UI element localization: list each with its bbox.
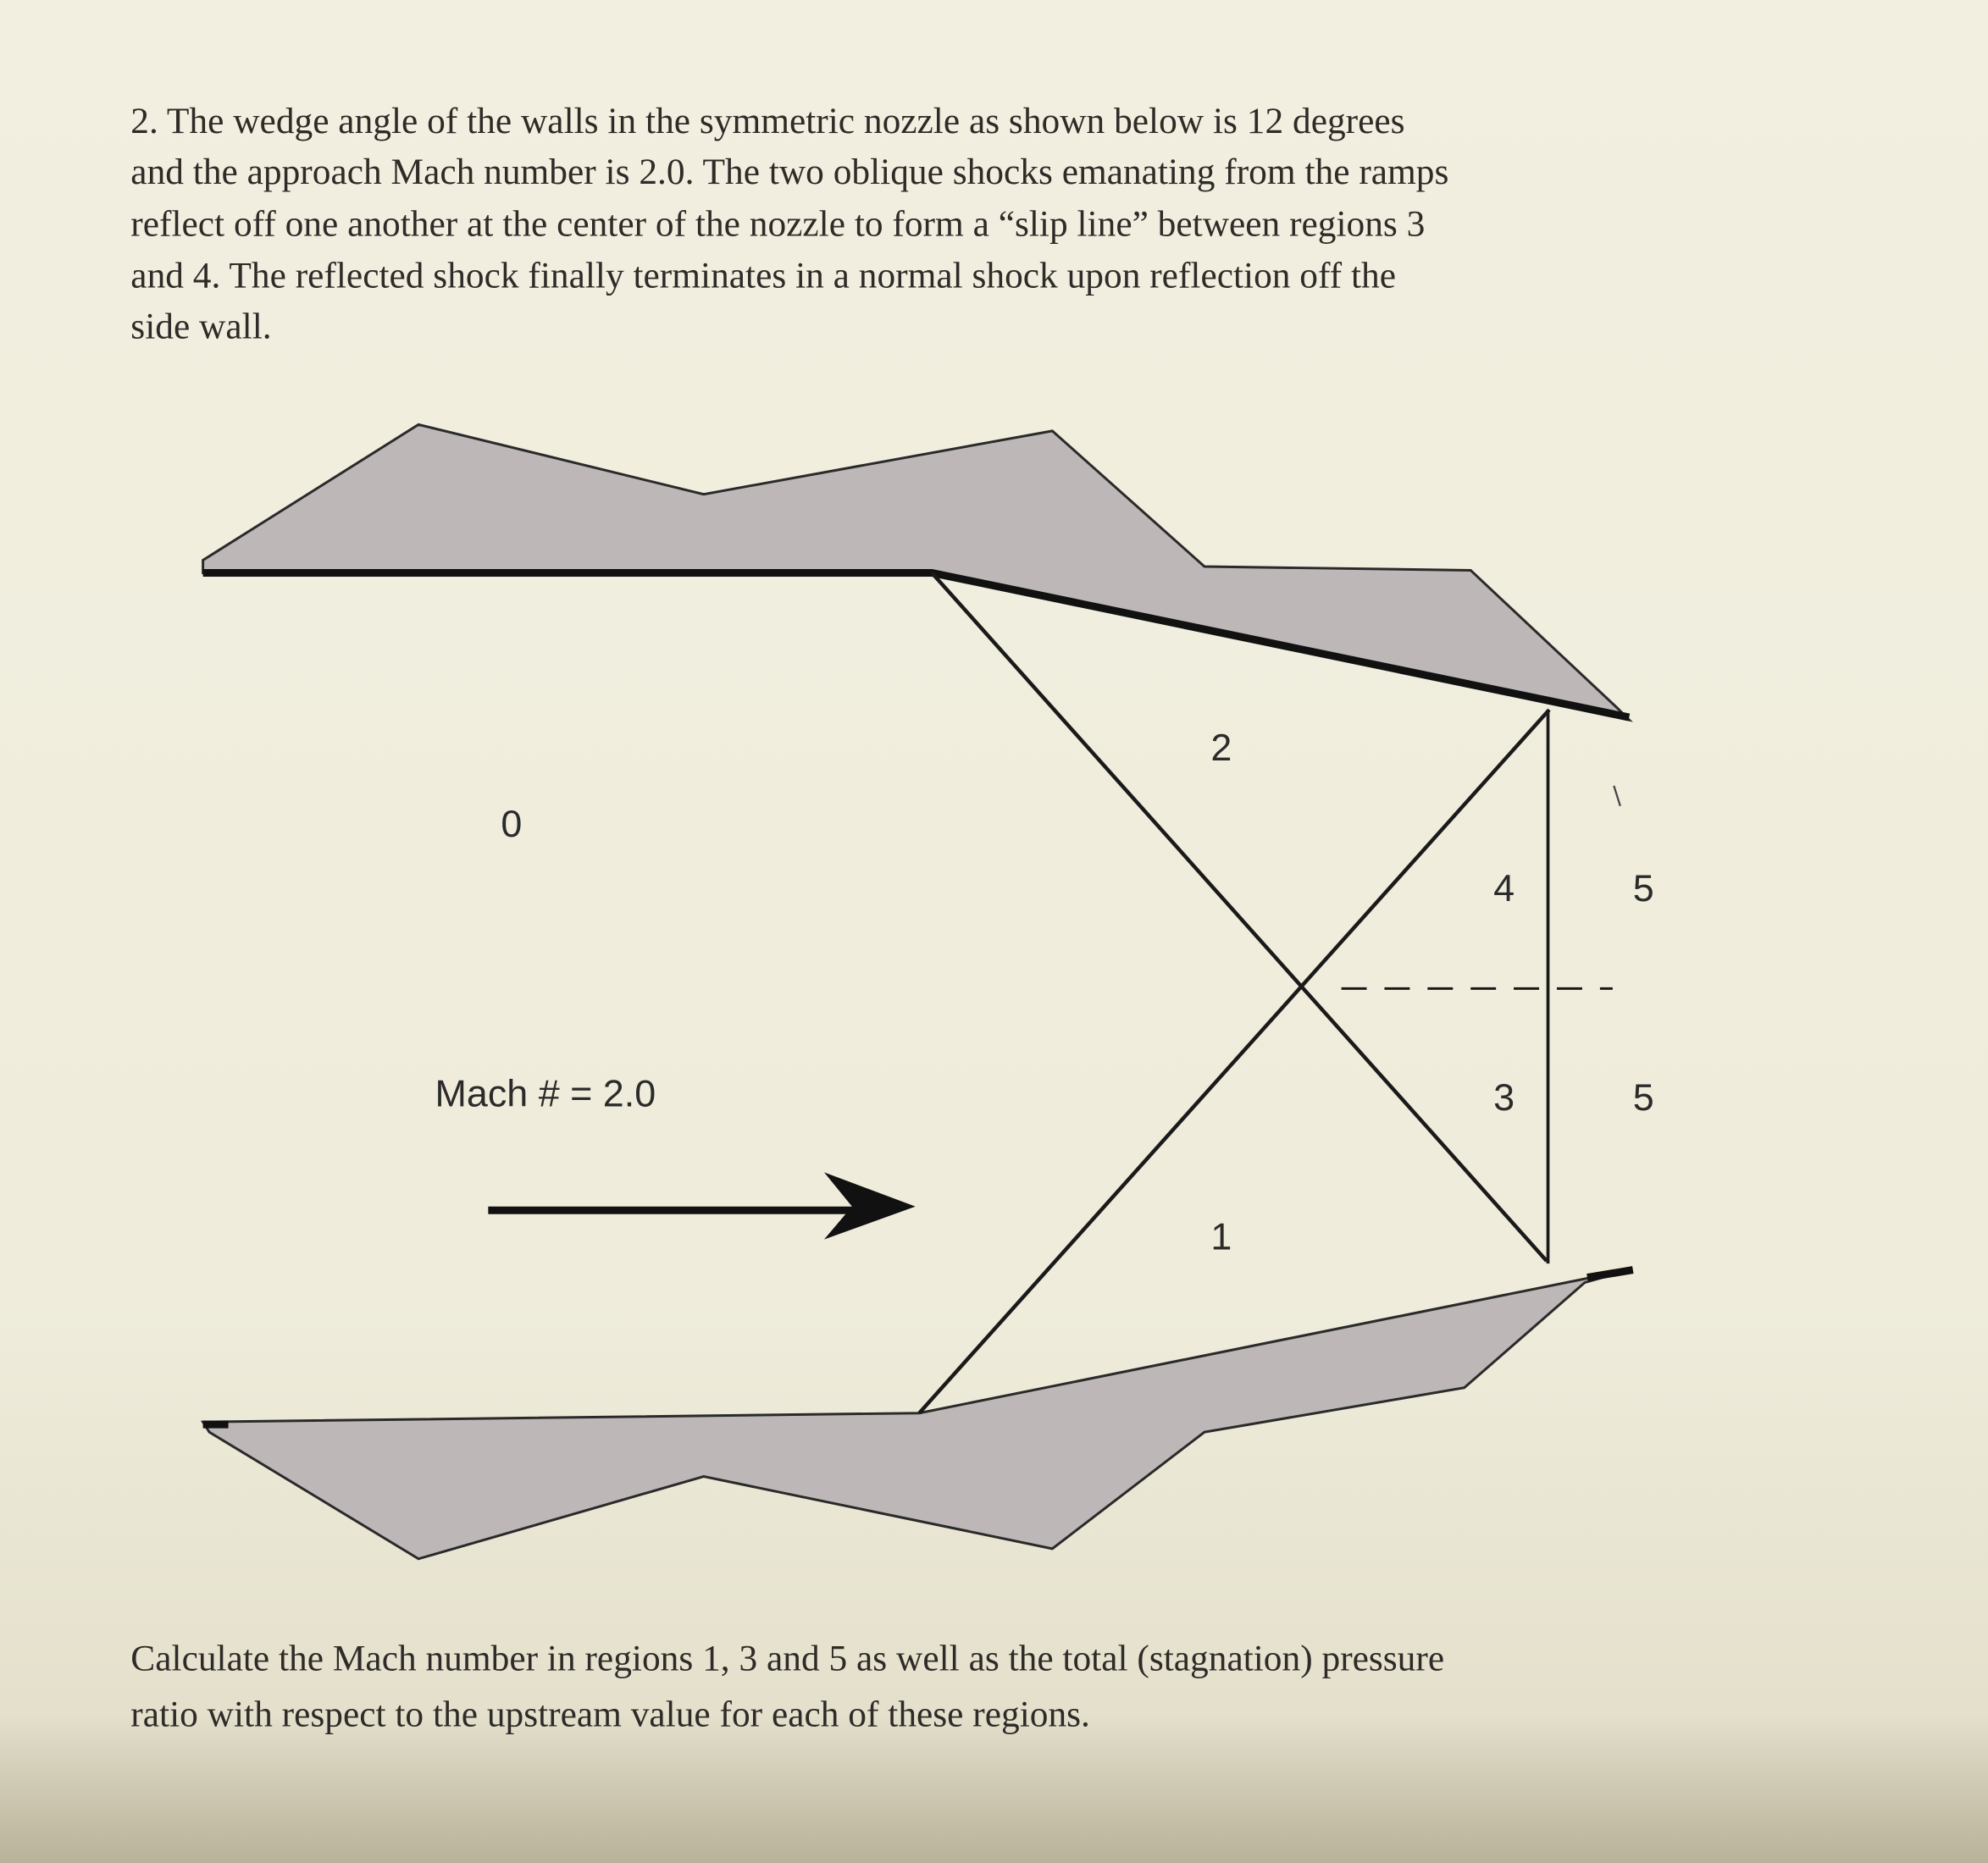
problem-question: Calculate the Mach number in regions 1, … xyxy=(130,1639,1444,1735)
region-label-0: 0 xyxy=(501,802,522,845)
intro-line: side wall. xyxy=(130,307,271,347)
intro-line: reflect off one another at the center of… xyxy=(130,203,1425,244)
question-line: ratio with respect to the upstream value… xyxy=(130,1694,1090,1734)
region-label-3: 3 xyxy=(1493,1075,1515,1119)
region-label-5-bottom: 5 xyxy=(1633,1075,1654,1119)
region-label-2: 2 xyxy=(1210,726,1232,769)
oblique-shock-bottom xyxy=(917,708,1551,1415)
slip-line-tick xyxy=(1613,785,1621,807)
region-label-5-top: 5 xyxy=(1633,866,1654,909)
intro-line: and 4. The reflected shock finally termi… xyxy=(130,256,1396,296)
bottom-wall xyxy=(200,1269,1630,1561)
problem-intro: 2. The wedge angle of the walls in the s… xyxy=(130,101,1448,346)
nozzle-diagram: 0 2 1 4 3 5 5 Mach # = 2.0 xyxy=(200,423,1654,1561)
intro-line: 2. The wedge angle of the walls in the s… xyxy=(130,101,1404,141)
question-line: Calculate the Mach number in regions 1, … xyxy=(130,1639,1444,1679)
oblique-shock-top xyxy=(930,571,1548,1263)
intro-line: and the approach Mach number is 2.0. The… xyxy=(130,152,1448,192)
bottom-wall-lip xyxy=(1587,1266,1634,1282)
mach-label: Mach # = 2.0 xyxy=(435,1072,656,1115)
flow-arrow-head xyxy=(823,1172,916,1240)
region-label-1: 1 xyxy=(1210,1215,1232,1258)
region-label-4: 4 xyxy=(1493,866,1515,909)
